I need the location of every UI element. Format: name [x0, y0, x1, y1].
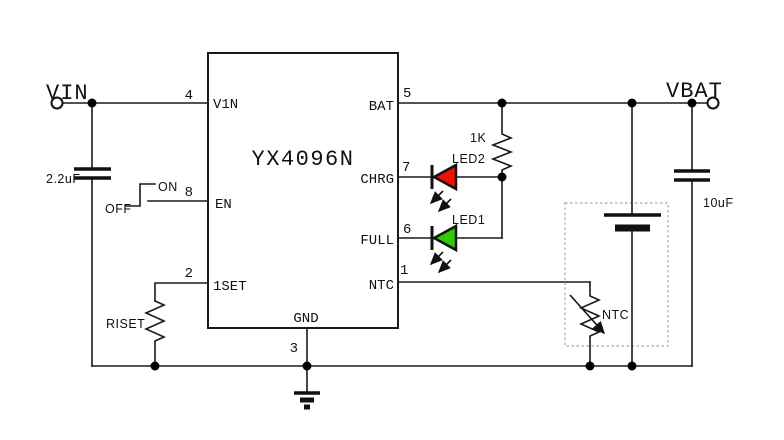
- enable-switch: [125, 183, 156, 207]
- output-capacitor-label: 10uF: [703, 196, 734, 210]
- junction-dot: [585, 361, 595, 371]
- pin-v1n-label: V1N: [213, 97, 238, 113]
- ic-body: [207, 52, 399, 329]
- junction-dot: [302, 361, 312, 371]
- pin-full-label: FULL: [360, 233, 394, 249]
- vin-label: VIN: [46, 81, 89, 106]
- vbat-terminal: [706, 96, 720, 110]
- ntc-thermistor-label: NTC: [602, 308, 629, 322]
- pin-3-number: 3: [290, 341, 298, 357]
- pin-2-number: 2: [185, 266, 193, 282]
- led2-label: LED2: [452, 152, 485, 166]
- switch-off-label: OFF: [105, 202, 132, 216]
- switch-on-label: ON: [158, 180, 178, 194]
- pin-4-number: 4: [185, 88, 193, 104]
- pin-6-number: 6: [403, 222, 411, 238]
- riset-label: RISET: [106, 317, 145, 331]
- led1-emission-arrows: [429, 251, 452, 274]
- vin-terminal: [50, 96, 64, 110]
- pin-gnd-label: GND: [293, 311, 318, 327]
- ntc-arrow: [569, 294, 606, 335]
- led-resistor-1k: [490, 102, 514, 178]
- junction-dot: [150, 361, 160, 371]
- input-capacitor-label: 2.2uF: [46, 172, 80, 186]
- input-capacitor: [74, 167, 111, 180]
- pin-ntc-label: NTC: [369, 278, 394, 294]
- battery-pack-dashed-box: [564, 202, 669, 347]
- junction-dot: [497, 172, 507, 182]
- junction-dot: [497, 98, 507, 108]
- junction-dot: [687, 98, 697, 108]
- led2-red-diode: [431, 162, 458, 192]
- output-capacitor: [674, 169, 710, 182]
- led1-green-diode: [431, 223, 458, 253]
- pin-8-number: 8: [185, 185, 193, 201]
- pin-5-number: 5: [403, 86, 411, 102]
- 1k-resistor-label: 1K: [470, 131, 486, 145]
- junction-dot: [627, 361, 637, 371]
- led2-emission-arrows: [429, 190, 452, 213]
- ground-symbol: [294, 391, 320, 410]
- pin-1-number: 1: [400, 263, 408, 279]
- pin-en-label: EN: [215, 197, 232, 213]
- led1-label: LED1: [452, 213, 485, 227]
- junction-dot: [87, 98, 97, 108]
- vbat-label: VBAT: [666, 79, 723, 104]
- pin-bat-label: BAT: [369, 99, 394, 115]
- ntc-thermistor: [579, 281, 601, 367]
- iset-wire: [154, 282, 209, 302]
- riset-resistor: [144, 299, 166, 367]
- pin-1set-label: 1SET: [213, 279, 247, 295]
- battery-cell: [604, 102, 661, 367]
- pin-7-number: 7: [402, 160, 410, 176]
- junction-dot: [627, 98, 637, 108]
- pin-chrg-label: CHRG: [360, 172, 394, 188]
- ic-part-number: YX4096N: [252, 147, 355, 172]
